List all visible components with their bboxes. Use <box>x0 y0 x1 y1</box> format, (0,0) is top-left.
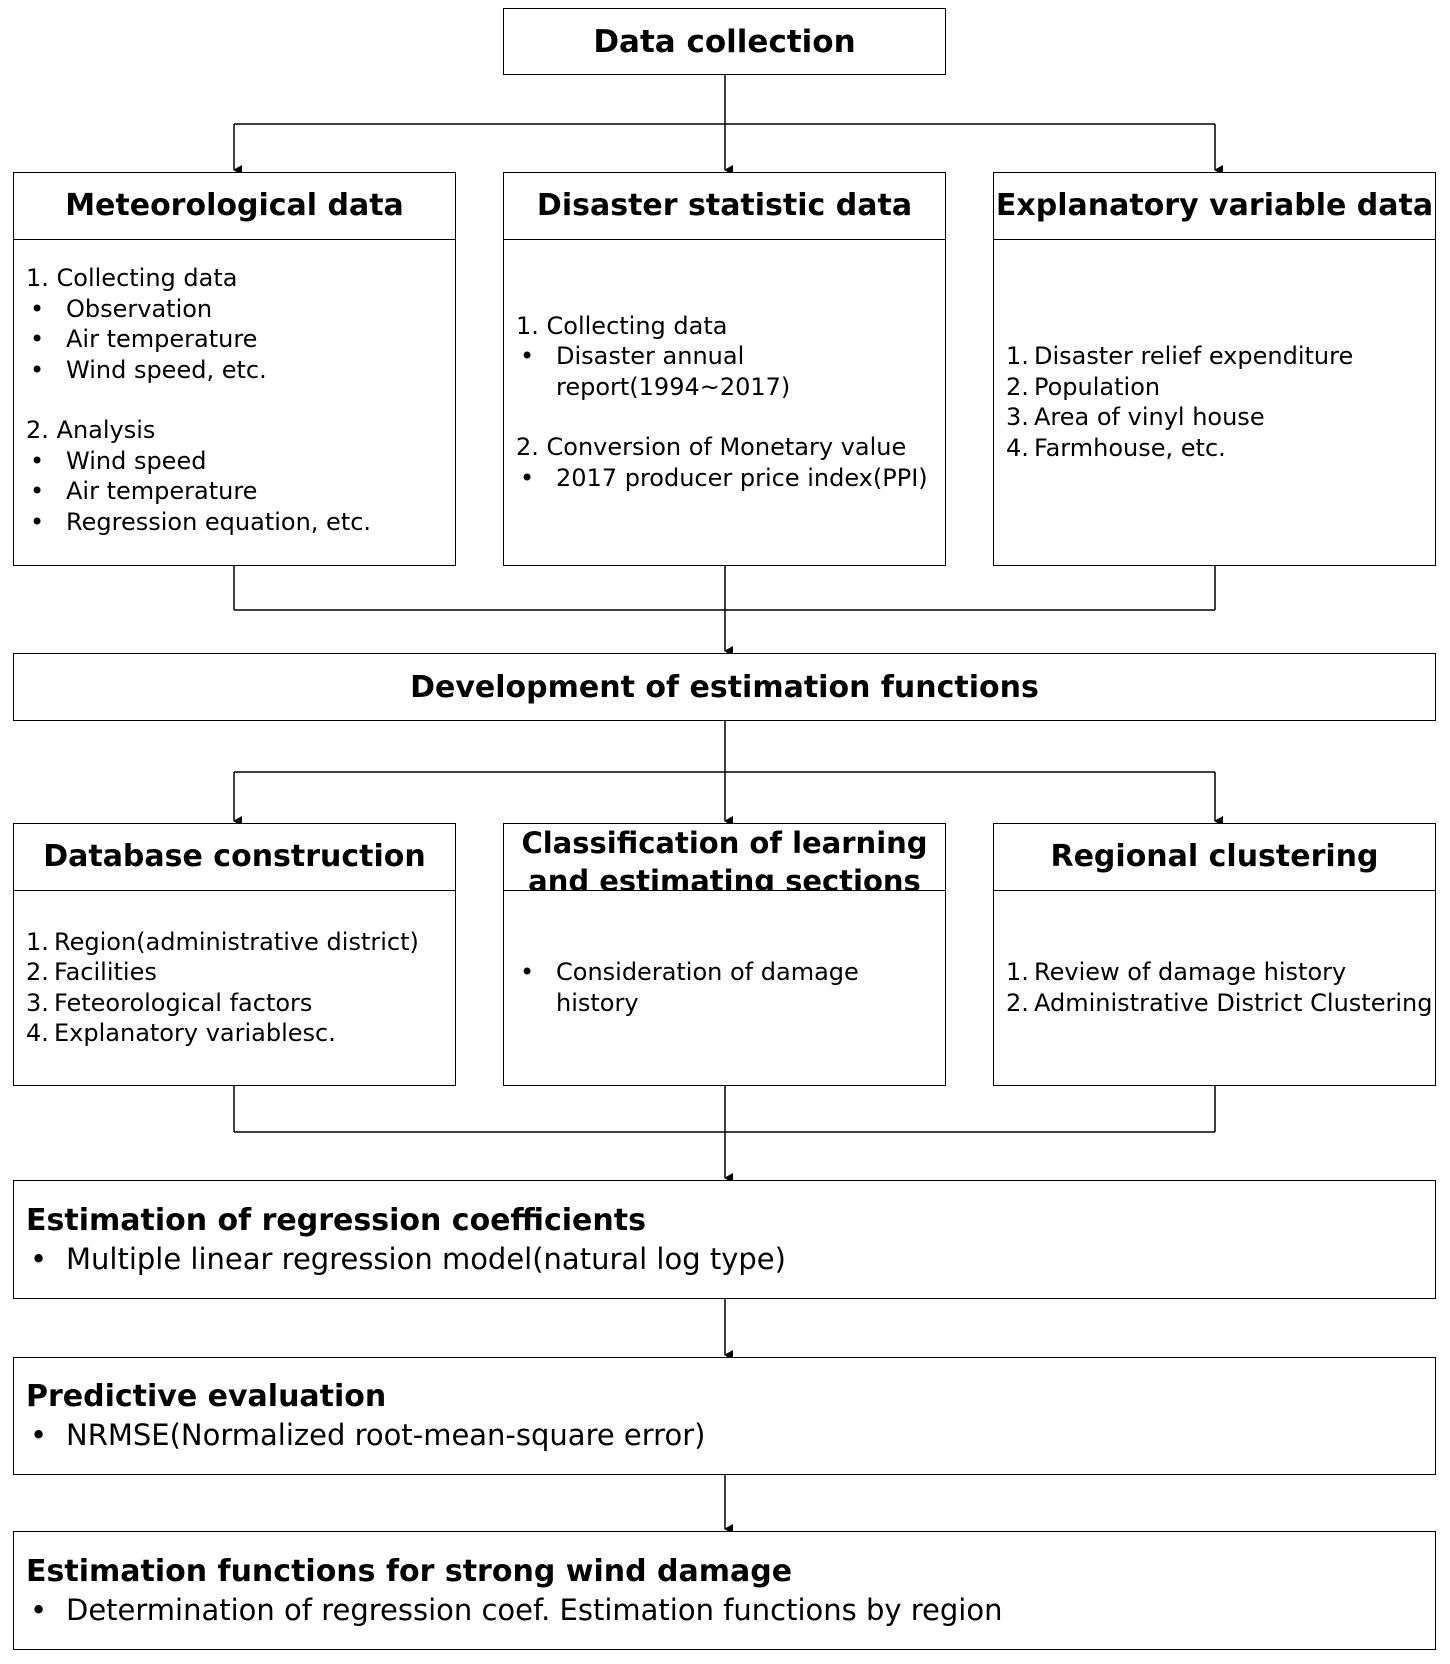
meteorological-data-box: Meteorological data 1. Collecting data •… <box>13 172 456 566</box>
database-construction-box: Database construction 1.Region(administr… <box>13 823 456 1086</box>
list-item: Disaster relief expenditure <box>1034 342 1354 370</box>
item-number: 1. <box>26 927 49 956</box>
development-box: Development of estimation functions <box>13 653 1436 721</box>
list-item: NRMSE(Normalized root-mean-square error) <box>66 1418 706 1452</box>
bullet-icon: • <box>30 1241 48 1276</box>
list-item: Facilities <box>54 958 157 986</box>
list-item: Population <box>1034 372 1161 401</box>
item-number: 3. <box>1006 403 1029 431</box>
item-number: 4. <box>1006 433 1029 462</box>
data-collection-box: Data collection <box>503 8 946 75</box>
regional-clustering-box: Regional clustering 1.Review of damage h… <box>993 823 1436 1086</box>
development-title: Development of estimation functions <box>410 669 1039 705</box>
list-item: Administrative District Clustering <box>1034 988 1433 1017</box>
bullet-icon: • <box>30 1592 48 1627</box>
bullet-icon: • <box>520 958 535 986</box>
item-number: 1. <box>1006 342 1029 370</box>
bullet-icon: • <box>30 325 45 353</box>
list-item: Explanatory variablesc. <box>54 1019 336 1047</box>
bullet-icon: • <box>30 294 45 323</box>
list-item: Farmhouse, etc. <box>1034 433 1226 462</box>
list-item: 2017 producer price index(PPI) <box>556 463 928 492</box>
disaster-statistic-data-box: Disaster statistic data 1. Collecting da… <box>503 172 946 566</box>
regression-coefficients-title: Estimation of regression coefficients <box>26 1202 646 1238</box>
bullet-icon: • <box>30 355 45 384</box>
section-heading: 2. Analysis <box>26 416 156 444</box>
classification-box: Classification of learning and estimatin… <box>503 823 946 1086</box>
predictive-evaluation-title: Predictive evaluation <box>26 1379 387 1414</box>
list-item: Region(administrative district) <box>54 927 419 956</box>
regional-clustering-title: Regional clustering <box>994 824 1435 891</box>
list-item: Disaster annual report(1994~2017) <box>556 342 791 401</box>
regression-coefficients-box: Estimation of regression coefficients • M… <box>13 1180 1436 1299</box>
item-number: 2. <box>26 958 49 986</box>
explanatory-variable-data-box: Explanatory variable data 1.Disaster rel… <box>993 172 1436 566</box>
estimation-functions-box: Estimation functions for strong wind dam… <box>13 1531 1436 1650</box>
list-item: Consideration of damage history <box>556 958 859 1017</box>
list-item: Feteorological factors <box>54 988 313 1017</box>
bullet-icon: • <box>30 446 45 475</box>
database-construction-title: Database construction <box>14 824 455 891</box>
item-number: 1. <box>1006 958 1029 986</box>
data-collection-title: Data collection <box>593 23 856 60</box>
list-item: Wind speed, etc. <box>66 355 267 384</box>
item-number: 2. <box>1006 988 1029 1017</box>
meteorological-data-title: Meteorological data <box>14 173 455 240</box>
disaster-statistic-data-title: Disaster statistic data <box>504 173 945 240</box>
section-heading: 2. Conversion of Monetary value <box>516 433 907 462</box>
bullet-icon: • <box>520 342 535 371</box>
section-heading: 1. Collecting data <box>26 264 238 292</box>
section-heading: 1. Collecting data <box>516 311 728 340</box>
list-item: Observation <box>66 294 213 323</box>
item-number: 4. <box>26 1019 49 1047</box>
bullet-icon: • <box>520 463 535 492</box>
estimation-functions-title: Estimation functions for strong wind dam… <box>26 1553 793 1589</box>
item-number: 2. <box>1006 372 1029 401</box>
list-item: Multiple linear regression model(natural… <box>66 1241 786 1276</box>
explanatory-variable-data-title: Explanatory variable data <box>994 173 1435 240</box>
list-item: Air temperature <box>66 325 258 353</box>
bullet-icon: • <box>30 507 45 536</box>
bullet-icon: • <box>30 1418 48 1452</box>
predictive-evaluation-box: Predictive evaluation • NRMSE(Normalized … <box>13 1357 1436 1475</box>
list-item: Area of vinyl house <box>1034 403 1265 431</box>
list-item: Wind speed <box>66 446 207 475</box>
item-number: 3. <box>26 988 49 1017</box>
classification-title: Classification of learning and estimatin… <box>504 824 945 891</box>
list-item: Regression equation, etc. <box>66 507 372 536</box>
list-item: Air temperature <box>66 477 258 505</box>
bullet-icon: • <box>30 477 45 505</box>
list-item: Determination of regression coef. Estima… <box>66 1592 1003 1627</box>
list-item: Review of damage history <box>1034 958 1347 986</box>
